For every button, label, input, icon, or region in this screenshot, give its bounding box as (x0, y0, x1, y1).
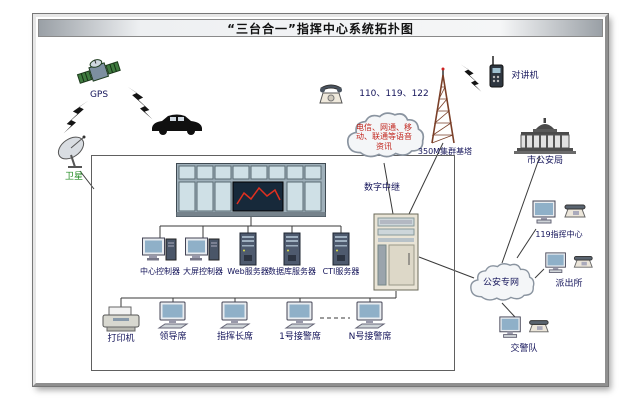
trunk-cabinet-icon (373, 213, 419, 291)
command-center-box (91, 155, 455, 371)
police-station-node: 派出所 (542, 251, 596, 289)
video-wall-icon (176, 163, 326, 217)
web-server-label: Web服务器 (227, 267, 269, 276)
leader-seat-node: 领导席 (148, 301, 198, 342)
wall-controller-node: 大屏控制器 (178, 236, 228, 276)
center-119-node: 119指挥中心 (528, 199, 590, 239)
walkie-talkie-icon (489, 56, 504, 88)
seat-n-label: N号接警席 (348, 332, 392, 342)
topology-frame: “三台合一”指挥中心系统拓扑图 (33, 14, 608, 386)
leader-seat-label: 领导席 (159, 332, 187, 342)
db-server-node: 数据库服务器 (266, 232, 318, 276)
satellite-dish-icon (57, 135, 86, 168)
workstation-icon (158, 301, 188, 329)
police-car-icon (152, 114, 202, 135)
seat-n-node: N号接警席 (343, 301, 397, 342)
web-server-node: Web服务器 (226, 232, 270, 276)
server-tower-icon (239, 232, 257, 266)
printer-label: 打印机 (107, 334, 135, 344)
workstation-icon (220, 301, 250, 329)
workstation-icon (355, 301, 385, 329)
center-119-label: 119指挥中心 (535, 230, 583, 239)
server-tower-icon (332, 232, 350, 266)
traffic-police-node: 交警队 (496, 315, 552, 354)
radio-tower-icon (431, 67, 455, 144)
hotlines-label: 110、119、122 (359, 89, 429, 99)
telecom-cloud-label: 电信、网通、移动、联通等语音资讯 (356, 122, 412, 151)
cti-server-node: CTI服务器 (319, 232, 363, 276)
seat-1-node: 1号接警席 (273, 301, 327, 342)
satellite-label: 卫星 (64, 172, 83, 182)
bureau-building-icon (514, 118, 576, 154)
cti-server-label: CTI服务器 (322, 267, 360, 276)
computer-phone-icon (499, 316, 549, 338)
bureau-node: 市公安局 (512, 117, 578, 166)
police-network-node: 公安专网 (466, 259, 536, 305)
printer-node: 打印机 (96, 305, 146, 344)
workstation-icon (285, 301, 315, 329)
central-controller-label: 中心控制器 (140, 267, 180, 276)
tower-label: 350M集群基塔 (417, 147, 473, 156)
controller-icon (142, 237, 177, 261)
central-controller-node: 中心控制器 (135, 236, 185, 276)
lightning-icon (63, 100, 89, 134)
bureau-label: 市公安局 (526, 156, 563, 166)
satellite-dish-node: 卫星 (48, 135, 100, 182)
trunk-label: 数字中继 (363, 183, 400, 193)
computer-phone-icon (532, 200, 586, 224)
telephone-icon (319, 84, 343, 104)
lightning-icon (460, 64, 482, 92)
police-network-label: 公安专网 (482, 278, 519, 289)
gps-satellite-icon (76, 59, 121, 84)
telecom-cloud-node: 电信、网通、移动、联通等语音资讯 (342, 107, 426, 163)
server-tower-icon (283, 232, 301, 266)
page-title: “三台合一”指挥中心系统拓扑图 (38, 19, 603, 37)
db-server-label: 数据库服务器 (268, 267, 316, 276)
controller-icon (185, 237, 220, 261)
seat-1-label: 1号接警席 (279, 332, 321, 342)
traffic-police-label: 交警队 (510, 344, 538, 354)
computer-phone-icon (545, 252, 593, 273)
printer-icon (102, 306, 140, 332)
commander-seat-label: 指挥长席 (216, 332, 253, 342)
gps-node: GPS (74, 55, 124, 100)
wall-controller-label: 大屏控制器 (183, 267, 223, 276)
walkie-talkie-label: 对讲机 (511, 71, 539, 81)
police-station-label: 派出所 (555, 279, 583, 289)
gps-label: GPS (89, 90, 109, 100)
commander-seat-node: 指挥长席 (208, 301, 262, 342)
